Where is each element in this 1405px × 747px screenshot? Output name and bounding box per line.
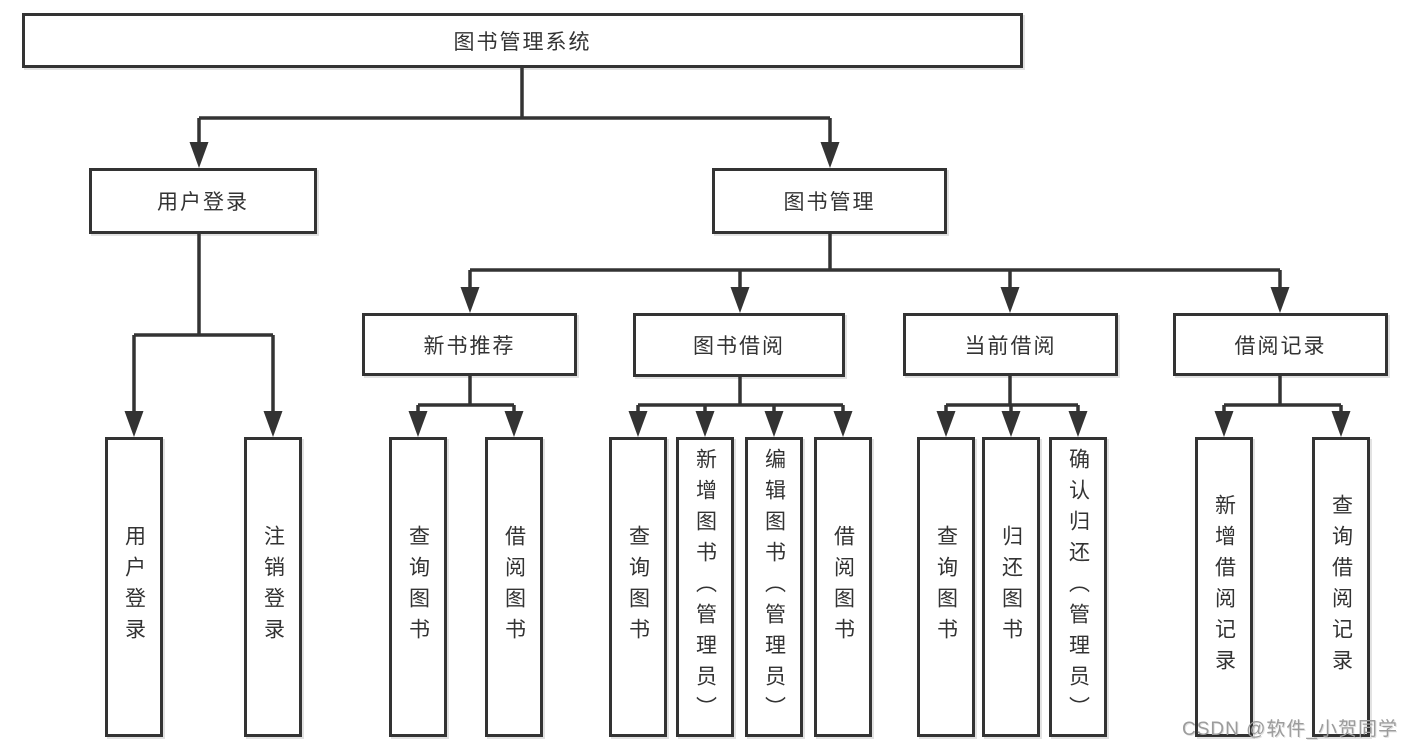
arrow-down-icon xyxy=(1270,287,1290,313)
leaf-borrow-books: 借阅图书 xyxy=(814,437,872,737)
node-label: 图书管理系统 xyxy=(453,30,592,54)
arrow-down-icon xyxy=(764,411,784,437)
connector-root xyxy=(197,68,832,146)
connector-new-book-branch xyxy=(416,376,516,415)
node-label: 用户登录 xyxy=(157,191,249,214)
connector-borrow-record-branch xyxy=(1222,376,1343,415)
arrowheads xyxy=(124,142,1351,437)
leaf-label: 注销登录 xyxy=(261,525,285,649)
arrow-down-icon xyxy=(189,142,209,168)
arrow-down-icon xyxy=(1331,411,1351,437)
connector-book-borrow-branch xyxy=(636,376,845,415)
arrow-down-icon xyxy=(408,411,428,437)
arrow-down-icon xyxy=(833,411,853,437)
arrow-down-icon xyxy=(1000,287,1020,313)
node-label: 图书管理 xyxy=(783,191,876,214)
node-user-login: 用户登录 xyxy=(89,168,317,234)
node-label: 当前借阅 xyxy=(964,334,1057,358)
leaf-query-books-recommend: 查询图书 xyxy=(389,437,447,737)
arrow-down-icon xyxy=(1214,411,1234,437)
leaf-add-borrow-record: 新增借阅记录 xyxy=(1195,437,1253,737)
leaf-label: 查询图书 xyxy=(626,525,650,649)
leaf-add-books-admin: 新增图书（管理员） xyxy=(676,437,734,737)
leaf-label: 查询借阅记录 xyxy=(1329,494,1353,680)
leaf-label: 查询图书 xyxy=(934,525,958,649)
leaf-label: 确认归还（管理员） xyxy=(1066,447,1090,727)
arrow-down-icon xyxy=(628,411,648,437)
node-library-management-system: 图书管理系统 xyxy=(22,13,1023,68)
csdn-watermark: CSDN @软件_小贺同学 xyxy=(1182,719,1398,740)
leaf-logout: 注销登录 xyxy=(244,437,302,737)
leaf-return-books: 归还图书 xyxy=(982,437,1040,737)
node-new-book-recommend: 新书推荐 xyxy=(362,313,577,376)
leaf-label: 新增图书（管理员） xyxy=(693,447,717,727)
leaf-query-books-current: 查询图书 xyxy=(917,437,975,737)
arrow-down-icon xyxy=(124,411,144,437)
leaf-label: 借阅图书 xyxy=(502,525,526,649)
leaf-query-books-borrowing: 查询图书 xyxy=(609,437,667,737)
node-label: 新书推荐 xyxy=(423,334,516,358)
leaf-label: 查询图书 xyxy=(406,525,430,649)
node-borrowing-records: 借阅记录 xyxy=(1173,313,1388,376)
node-label: 图书借阅 xyxy=(693,335,785,358)
leaf-edit-books-admin: 编辑图书（管理员） xyxy=(745,437,803,737)
leaf-label: 借阅图书 xyxy=(831,525,855,649)
node-book-management: 图书管理 xyxy=(712,168,947,234)
arrow-down-icon xyxy=(730,287,750,313)
node-current-borrowing: 当前借阅 xyxy=(903,313,1118,376)
arrow-down-icon xyxy=(936,411,956,437)
leaf-label: 归还图书 xyxy=(999,525,1023,649)
arrow-down-icon xyxy=(504,411,524,437)
leaf-confirm-return-admin: 确认归还（管理员） xyxy=(1049,437,1107,737)
arrow-down-icon xyxy=(820,142,840,168)
leaf-query-borrow-record: 查询借阅记录 xyxy=(1312,437,1370,737)
leaf-user-login: 用户登录 xyxy=(105,437,163,737)
connector-user-login-branch xyxy=(132,233,275,415)
leaf-label: 新增借阅记录 xyxy=(1212,494,1236,680)
arrow-down-icon xyxy=(695,411,715,437)
arrow-down-icon xyxy=(1068,411,1088,437)
node-label: 借阅记录 xyxy=(1234,334,1327,358)
connector-book-management-branch xyxy=(468,233,1282,291)
connector-current-borrow-branch xyxy=(944,375,1080,415)
leaf-label: 编辑图书（管理员） xyxy=(762,447,786,727)
arrow-down-icon xyxy=(460,287,480,313)
arrow-down-icon xyxy=(263,411,283,437)
node-book-borrowing: 图书借阅 xyxy=(633,313,845,377)
leaf-borrow-books-recommend: 借阅图书 xyxy=(485,437,543,737)
arrow-down-icon xyxy=(1001,411,1021,437)
leaf-label: 用户登录 xyxy=(122,525,146,649)
